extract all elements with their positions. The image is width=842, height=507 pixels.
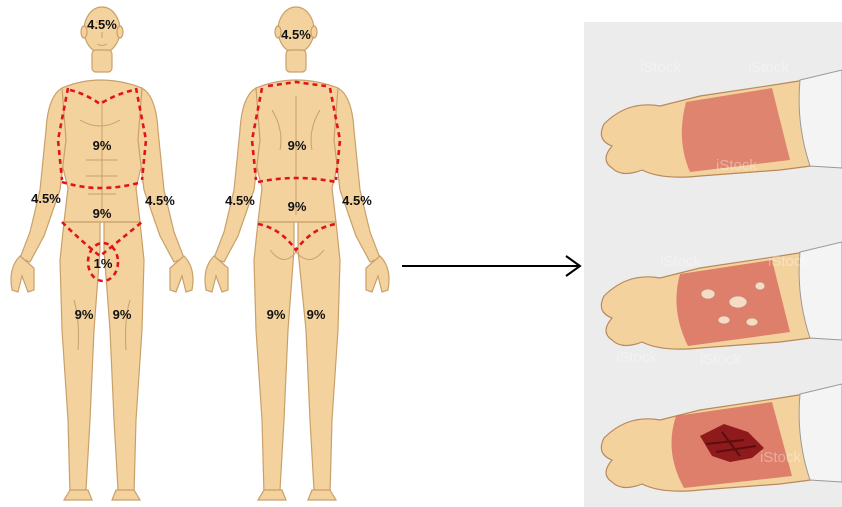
front-abdomen-label: 9% <box>93 206 112 221</box>
front-left-arm-label: 4.5% <box>31 191 61 206</box>
front-groin-label: 1% <box>94 256 113 271</box>
watermark-text: iStock <box>640 59 681 76</box>
front-left-leg-label: 9% <box>75 307 94 322</box>
back-head-label: 4.5% <box>281 27 311 42</box>
back-lower-back-label: 9% <box>288 199 307 214</box>
pointer-arrow <box>402 256 580 276</box>
watermark-text: iStock <box>660 253 701 270</box>
watermark-text: iStock <box>716 157 757 174</box>
front-head-label: 4.5% <box>87 17 117 32</box>
front-right-arm-label: 4.5% <box>145 193 175 208</box>
front-chest-label: 9% <box>93 138 112 153</box>
watermark-text: iStock <box>760 449 801 466</box>
back-upper-back-label: 9% <box>288 138 307 153</box>
watermark-text: iStock <box>748 59 789 76</box>
watermark-text: iStock <box>616 349 657 366</box>
watermark-text: iStock <box>700 351 741 368</box>
burn-degree-panel: iStock iStock iStock iStock iStock iStoc… <box>584 22 842 507</box>
back-left-leg-label: 9% <box>267 307 286 322</box>
back-left-arm-label: 4.5% <box>225 193 255 208</box>
watermark-text: iStock <box>768 253 809 270</box>
front-right-leg-label: 9% <box>113 307 132 322</box>
back-right-arm-label: 4.5% <box>342 193 372 208</box>
front-body-figure: 4.5% 9% 9% 4.5% 4.5% 1% 9% 9% <box>11 7 193 500</box>
back-right-leg-label: 9% <box>307 307 326 322</box>
back-body-figure: 4.5% 9% 9% 4.5% 4.5% 9% 9% <box>205 7 389 500</box>
